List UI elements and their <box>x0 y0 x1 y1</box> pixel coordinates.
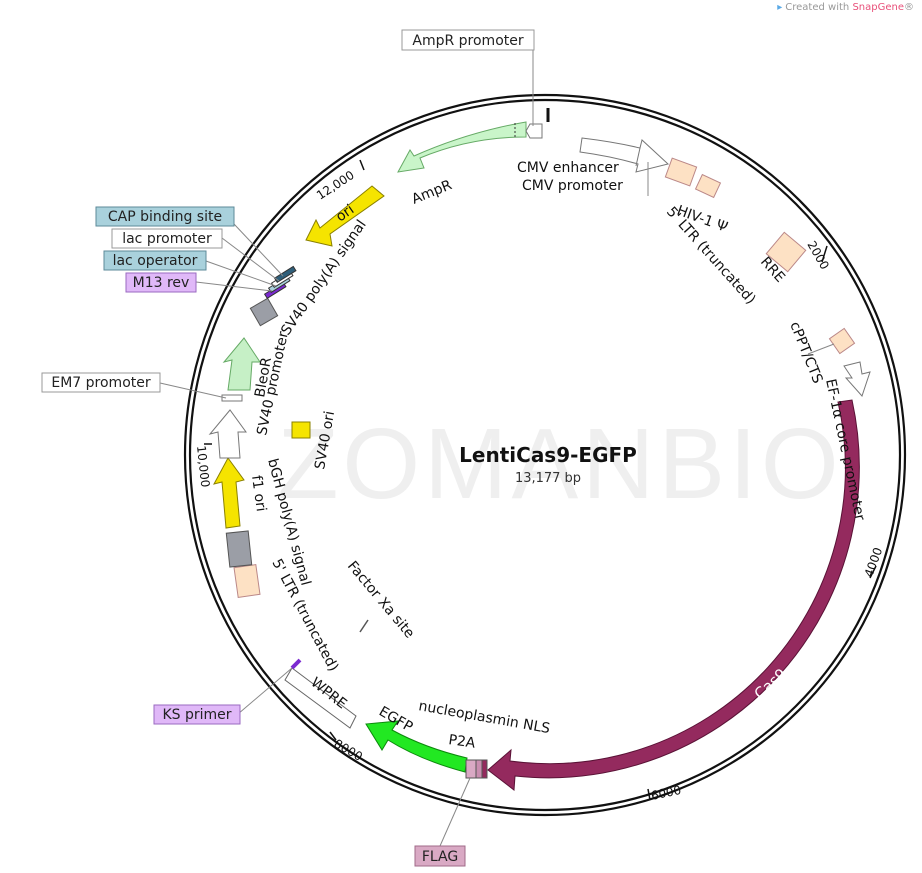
lac-promoter-callout-text: lac promoter <box>122 231 212 247</box>
ampr-promoter-callout-text: AmpR promoter <box>412 33 523 49</box>
tick-12000 <box>359 159 365 171</box>
m13-callout <box>125 272 197 293</box>
cas9-label: Cas9 <box>751 665 791 703</box>
flag-leader <box>439 777 471 847</box>
m13-callout-text: M13 rev <box>133 275 190 291</box>
ltr-top-box <box>664 157 698 187</box>
cmv-feature <box>579 137 670 173</box>
em7-box <box>221 394 243 402</box>
nls-label: nucleoplasmin NLS <box>417 698 551 737</box>
lac-promoter-leader <box>221 237 280 282</box>
lac-operator-leader <box>205 260 277 287</box>
cap-callout <box>95 206 235 227</box>
hiv-psi-box <box>694 173 722 199</box>
plasmid-name: LentiCas9-EGFP <box>459 443 637 467</box>
lac-promoter-callout <box>111 228 223 249</box>
backbone-inner <box>188 98 902 812</box>
ef1a-feature <box>843 361 871 397</box>
cppt-label: cPPT/CTS <box>786 320 825 386</box>
bleor-feature <box>222 337 261 391</box>
tick-6000 <box>647 788 651 801</box>
cmv-promoter-label: CMV promoter <box>522 178 623 194</box>
flag-box <box>465 759 477 779</box>
ks-leader <box>237 667 293 715</box>
flag-callout-text: FLAG <box>422 849 458 865</box>
ampr-feature <box>397 121 527 173</box>
tick-label-10000: 10,000 <box>194 445 212 488</box>
p2a-box <box>475 759 483 779</box>
lac-operator-callout-text: lac operator <box>113 253 198 269</box>
tick-4000 <box>869 565 877 579</box>
factor-xa-label: Factor Xa site <box>344 558 417 641</box>
wpre-feature <box>284 667 357 729</box>
snapgene-logo-icon: ▸ <box>777 2 783 13</box>
tick-2000 <box>821 245 828 263</box>
cppt-leader <box>807 343 835 355</box>
nls-box <box>481 759 488 779</box>
tick-8000 <box>329 731 337 741</box>
backbone-outer <box>183 93 907 817</box>
rre-box <box>765 231 807 273</box>
em7-callout-text: EM7 promoter <box>51 375 150 391</box>
egfp-feature <box>365 720 468 773</box>
sv40-promoter-feature <box>208 409 247 459</box>
cap-leader <box>233 223 284 277</box>
cmv-divider <box>635 147 641 167</box>
ampr-label: AmpR <box>410 177 455 208</box>
sv40-ori-box <box>291 421 311 439</box>
plasmid-size: 13,177 bp <box>515 471 581 486</box>
ampr-promoter-callout <box>401 29 535 51</box>
f1-ori-feature <box>213 457 245 529</box>
bleor-label: BleoR <box>252 356 275 399</box>
factor-xa-mark <box>359 619 369 633</box>
watermark: ZOMANBIO <box>277 408 842 520</box>
bgh-box <box>225 530 253 568</box>
cap-site-box <box>273 265 297 284</box>
credit-suffix: ® <box>904 2 914 13</box>
tick-label-2000: 2000 <box>804 239 831 272</box>
ampr-promoter-feature <box>525 123 543 139</box>
m13-leader <box>195 281 273 292</box>
lac-operator-callout <box>103 250 207 271</box>
credit-brand: SnapGene <box>852 2 904 13</box>
ks-callout <box>153 704 241 725</box>
credit-prefix: Created with <box>785 2 850 13</box>
ks-callout-text: KS primer <box>162 707 231 723</box>
em7-leader <box>159 382 227 399</box>
snapgene-credit: ▸Created with SnapGene® <box>777 2 914 13</box>
cmv-enhancer-label: CMV enhancer <box>517 160 619 176</box>
tick-label-6000: 6000 <box>650 783 683 803</box>
p2a-label: P2A <box>447 732 476 752</box>
cap-callout-text: CAP binding site <box>108 209 222 225</box>
ltr-bottom-box <box>233 564 261 598</box>
tick-label-4000: 4000 <box>862 546 886 579</box>
em7-callout <box>41 372 161 393</box>
cas9-feature <box>487 399 860 791</box>
tick-label-8000: 8000 <box>332 736 365 763</box>
ks-primer-mark <box>290 658 302 670</box>
flag-callout <box>414 845 466 867</box>
ori-feature <box>305 185 385 247</box>
cppt-box <box>828 327 856 355</box>
f1-ori-label: f1 ori <box>248 474 269 512</box>
sv40-polya-box <box>249 297 279 327</box>
